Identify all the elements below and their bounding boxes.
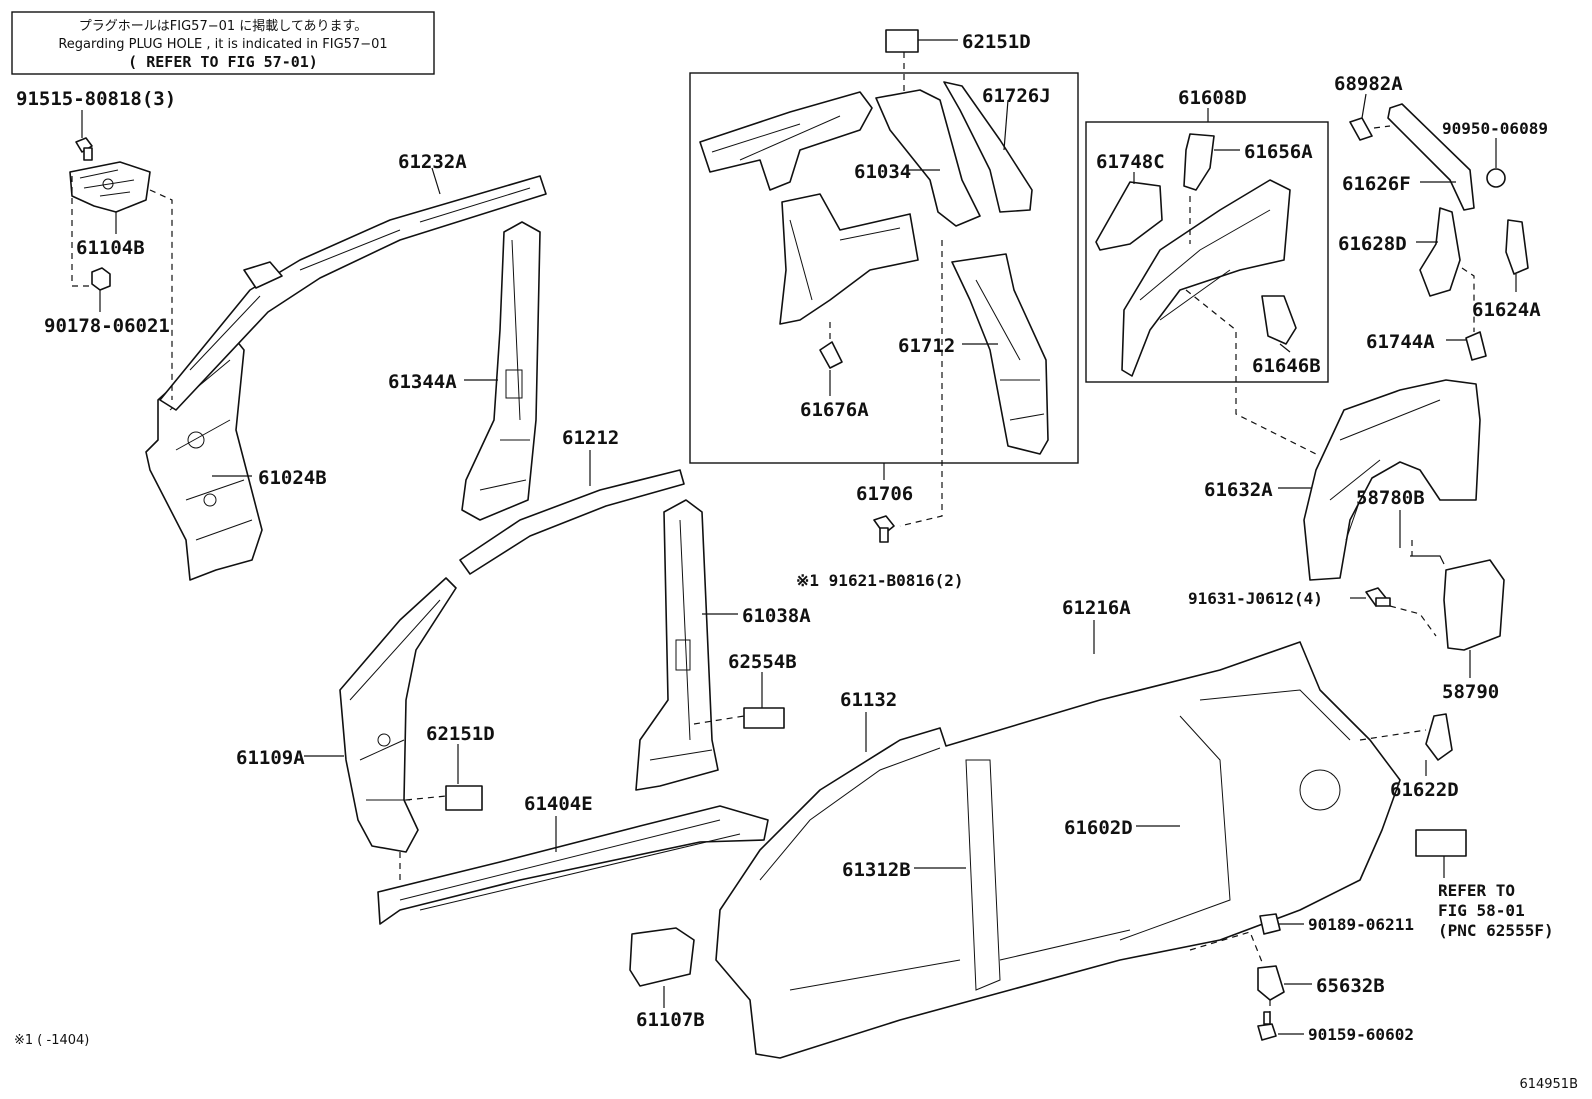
notice-line-ref: ( REFER TO FIG 57-01) bbox=[128, 53, 318, 71]
part-61626F-brace bbox=[1387, 103, 1475, 211]
notice-line-en: Regarding PLUG HOLE , it is indicated in… bbox=[58, 37, 387, 52]
notice-box: プラグホールはFIG57−01 に掲載してあります。 Regarding PLU… bbox=[11, 11, 435, 75]
label-refer-line1: REFER TO bbox=[1438, 881, 1515, 900]
label-58790: 58790 bbox=[1442, 681, 1499, 703]
part-61404E-rocker bbox=[377, 805, 769, 925]
label-61726J: 61726J bbox=[982, 85, 1051, 107]
part-91631-bolt bbox=[1365, 587, 1391, 607]
part-62554B-pad bbox=[743, 707, 785, 729]
label-61622D: 61622D bbox=[1390, 779, 1459, 801]
part-61104B-bracket bbox=[69, 161, 151, 213]
label-91631-J0612: 91631-J0612(4) bbox=[1188, 589, 1323, 608]
part-58780B-wire bbox=[1410, 555, 1445, 565]
label-62554B: 62554B bbox=[728, 651, 797, 673]
part-side-outer-panel bbox=[715, 641, 1401, 1059]
part-62555F-pad bbox=[1415, 829, 1467, 857]
label-90159-60602: 90159-60602 bbox=[1308, 1025, 1414, 1044]
label-61312B: 61312B bbox=[842, 859, 911, 881]
label-90950-06089: 90950-06089 bbox=[1442, 119, 1548, 138]
part-61628D-bracket bbox=[1419, 207, 1461, 297]
label-refer-line2: FIG 58-01 bbox=[1438, 901, 1525, 920]
leader-lines bbox=[81, 39, 1517, 1035]
part-61107B-bracket bbox=[629, 927, 695, 987]
part-61344A-center-pillar bbox=[461, 221, 541, 521]
label-61706: 61706 bbox=[856, 483, 913, 505]
part-62151D-top-pad bbox=[885, 29, 919, 53]
label-61628D: 61628D bbox=[1338, 233, 1407, 255]
part-61608D-subparts bbox=[1095, 133, 1297, 377]
label-62151D-lower: 62151D bbox=[426, 723, 495, 745]
part-90159-screw bbox=[1257, 1011, 1277, 1041]
part-61624A-gusset bbox=[1505, 219, 1529, 275]
label-61216A: 61216A bbox=[1062, 597, 1131, 619]
part-91621-bolt bbox=[873, 515, 895, 543]
label-61212: 61212 bbox=[562, 427, 619, 449]
part-61622D-bracket bbox=[1425, 713, 1453, 761]
label-62151D-top: 62151D bbox=[962, 31, 1031, 53]
part-65632B-bracket bbox=[1257, 965, 1285, 1001]
label-61132: 61132 bbox=[840, 689, 897, 711]
label-61344A: 61344A bbox=[388, 371, 457, 393]
label-61624A: 61624A bbox=[1472, 299, 1541, 321]
footnote: ※1 ( -1404) bbox=[14, 1033, 89, 1048]
part-90950-plug bbox=[1486, 168, 1506, 188]
part-61706-subparts bbox=[699, 81, 1049, 455]
assembly-box-61608D bbox=[1085, 121, 1329, 383]
label-refer-line3: (PNC 62555F) bbox=[1438, 921, 1554, 940]
label-61104B: 61104B bbox=[76, 237, 145, 259]
diagram-id: 614951B bbox=[1519, 1077, 1578, 1092]
label-90178-06021: 90178-06021 bbox=[44, 315, 170, 337]
label-65632B: 65632B bbox=[1316, 975, 1385, 997]
label-61748C: 61748C bbox=[1096, 151, 1165, 173]
part-61109A-front-pillar bbox=[339, 577, 457, 853]
part-61632A-wheelhouse bbox=[1303, 379, 1481, 581]
label-61602D: 61602D bbox=[1064, 817, 1133, 839]
label-61608D: 61608D bbox=[1178, 87, 1247, 109]
label-61656A: 61656A bbox=[1244, 141, 1313, 163]
label-61107B: 61107B bbox=[636, 1009, 705, 1031]
label-90189-06211: 90189-06211 bbox=[1308, 915, 1414, 934]
label-91621-B0816: ※1 91621-B0816(2) bbox=[796, 571, 964, 590]
dashed-lines bbox=[71, 52, 1475, 1012]
part-68982A-clip bbox=[1349, 117, 1373, 141]
notice-line-jp: プラグホールはFIG57−01 に掲載してあります。 bbox=[79, 18, 367, 34]
label-61038A: 61038A bbox=[742, 605, 811, 627]
label-61712: 61712 bbox=[898, 335, 955, 357]
label-61646B: 61646B bbox=[1252, 355, 1321, 377]
part-90189-clip bbox=[1259, 913, 1281, 935]
part-91515-bolt bbox=[75, 137, 93, 161]
part-61744A-bracket bbox=[1465, 331, 1487, 361]
label-61632A: 61632A bbox=[1204, 479, 1273, 501]
label-61744A: 61744A bbox=[1366, 331, 1435, 353]
label-68982A: 68982A bbox=[1334, 73, 1403, 95]
label-61024B: 61024B bbox=[258, 467, 327, 489]
label-91515-80818: 91515-80818(3) bbox=[16, 88, 176, 110]
label-61676A: 61676A bbox=[800, 399, 869, 421]
label-61626F: 61626F bbox=[1342, 173, 1411, 195]
part-61212-roof-rail bbox=[459, 469, 685, 575]
label-61404E: 61404E bbox=[524, 793, 593, 815]
label-61109A: 61109A bbox=[236, 747, 305, 769]
label-61232A: 61232A bbox=[398, 151, 467, 173]
notice-frame bbox=[11, 11, 435, 75]
part-labels: 91515-80818(3) 61104B 90178-06021 61232A… bbox=[14, 31, 1578, 1092]
part-90178-nut bbox=[91, 267, 111, 291]
part-61038A-center-pillar bbox=[635, 499, 719, 791]
part-61232A-roof-rail bbox=[159, 175, 547, 411]
part-62151D-lower-pad bbox=[445, 785, 483, 811]
label-58780B: 58780B bbox=[1356, 487, 1425, 509]
part-58790-bracket bbox=[1443, 559, 1505, 651]
label-61034: 61034 bbox=[854, 161, 911, 183]
